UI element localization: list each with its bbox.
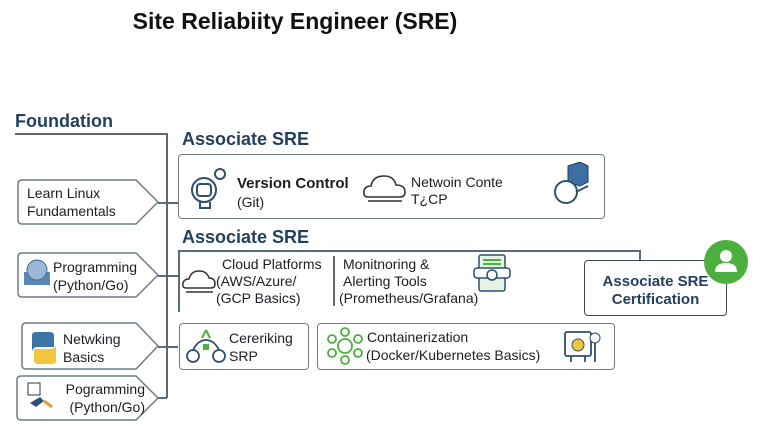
version-control-icon <box>191 168 226 209</box>
container-cluster-icon <box>327 327 363 365</box>
cloud-line-3: (GCP Basics) <box>216 290 301 306</box>
connector <box>158 275 178 277</box>
foundation-item-networking: Netwking Basics <box>63 331 121 365</box>
connector <box>158 397 167 399</box>
divider <box>639 250 641 260</box>
dashboard-icon <box>473 254 511 292</box>
foundation-item-linux: Learn Linux Fundamentals <box>27 185 116 219</box>
associate-sre-heading-2: Associate SRE <box>182 227 310 247</box>
foundation-item-programming-2: Pogramming (Python/Go) <box>65 381 145 415</box>
sre-practices-box <box>179 323 309 370</box>
version-control-title: Version Control <box>237 175 349 192</box>
certification-box: Associate SRE Certification <box>584 260 727 316</box>
sre-practices-line-2: SRP <box>229 348 258 364</box>
networking-title: Netwoin Conte <box>411 174 503 190</box>
cloud-icon <box>363 175 406 202</box>
cloud-line-2: (AWS/Azure/ <box>216 273 297 289</box>
connector <box>158 202 178 204</box>
divider <box>178 250 641 252</box>
networking-sub: T¿CP <box>411 191 448 207</box>
foundation-heading: Foundation <box>15 111 113 131</box>
divider <box>333 256 335 306</box>
user-badge-icon <box>704 240 748 284</box>
containerization-line-2: (Docker/Kubernetes Basics) <box>366 347 541 363</box>
monitoring-text: Monitnoring & Alerting Tools (Prometheus… <box>339 256 478 307</box>
cloud-platforms-text: Cloud Platforms (AWS/Azure/ (GCP Basics) <box>216 256 322 307</box>
monitoring-line-2: Alerting Tools <box>343 273 427 289</box>
connector <box>15 133 167 135</box>
cloud-line-1: Cloud Platforms <box>222 256 322 272</box>
associate-sre-heading-1: Associate SRE <box>182 129 310 149</box>
version-control-sub: (Git) <box>237 194 265 210</box>
code-tools-icon <box>27 382 53 409</box>
python-icon <box>32 332 56 364</box>
practices-icon <box>186 329 226 363</box>
associate-sre-box-1 <box>178 154 605 219</box>
certification-line-1: Associate SRE <box>602 273 709 290</box>
divider <box>178 250 180 312</box>
connector <box>166 133 168 398</box>
foundation-item-programming: Programming (Python/Go) <box>53 259 138 293</box>
foundation-box-shapes <box>16 179 160 421</box>
user-globe-icon <box>24 259 50 285</box>
cloud-icon <box>182 270 216 293</box>
monitor-settings-icon <box>564 331 601 362</box>
sre-practices-line-1: Cereriking <box>229 330 293 346</box>
certification-line-2: Certification <box>611 291 700 308</box>
monitoring-line-3: (Prometheus/Grafana) <box>339 290 479 306</box>
server-network-icon <box>554 162 589 204</box>
containerization-line-1: Containerization <box>367 329 469 345</box>
page-title: Site Reliabiity Engineer (SRE) <box>132 8 458 34</box>
monitoring-line-1: Monitnoring & <box>343 256 430 272</box>
connector <box>158 346 178 348</box>
